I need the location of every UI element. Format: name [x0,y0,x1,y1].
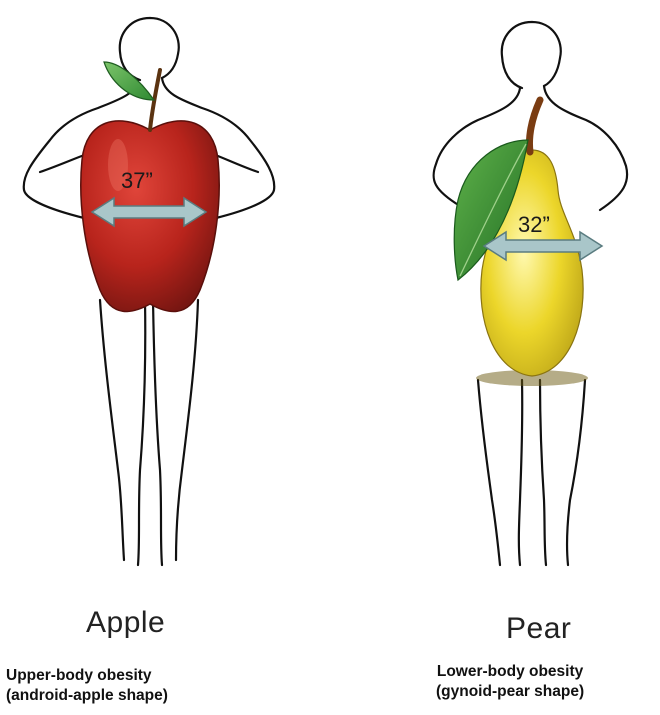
apple-caption-line2: (android-apple shape) [6,686,168,706]
pear-caption-line1: Lower-body obesity [436,662,584,682]
apple-caption: Upper-body obesity (android-apple shape) [6,666,168,706]
apple-measurement: 37” [121,168,153,193]
pear-caption-line2: (gynoid-pear shape) [436,682,584,702]
apple-body-illustration: 37” [0,0,300,600]
pear-stem [529,100,540,152]
apple-figure: 37” [0,0,300,600]
pear-figure: 32” [380,0,660,600]
pear-caption: Lower-body obesity (gynoid-pear shape) [436,662,584,702]
pear-body-illustration: 32” [380,0,660,600]
apple-caption-line1: Upper-body obesity [6,666,168,686]
apple-title: Apple [86,606,165,640]
pear-measurement: 32” [518,212,550,237]
pear-title: Pear [506,612,571,646]
